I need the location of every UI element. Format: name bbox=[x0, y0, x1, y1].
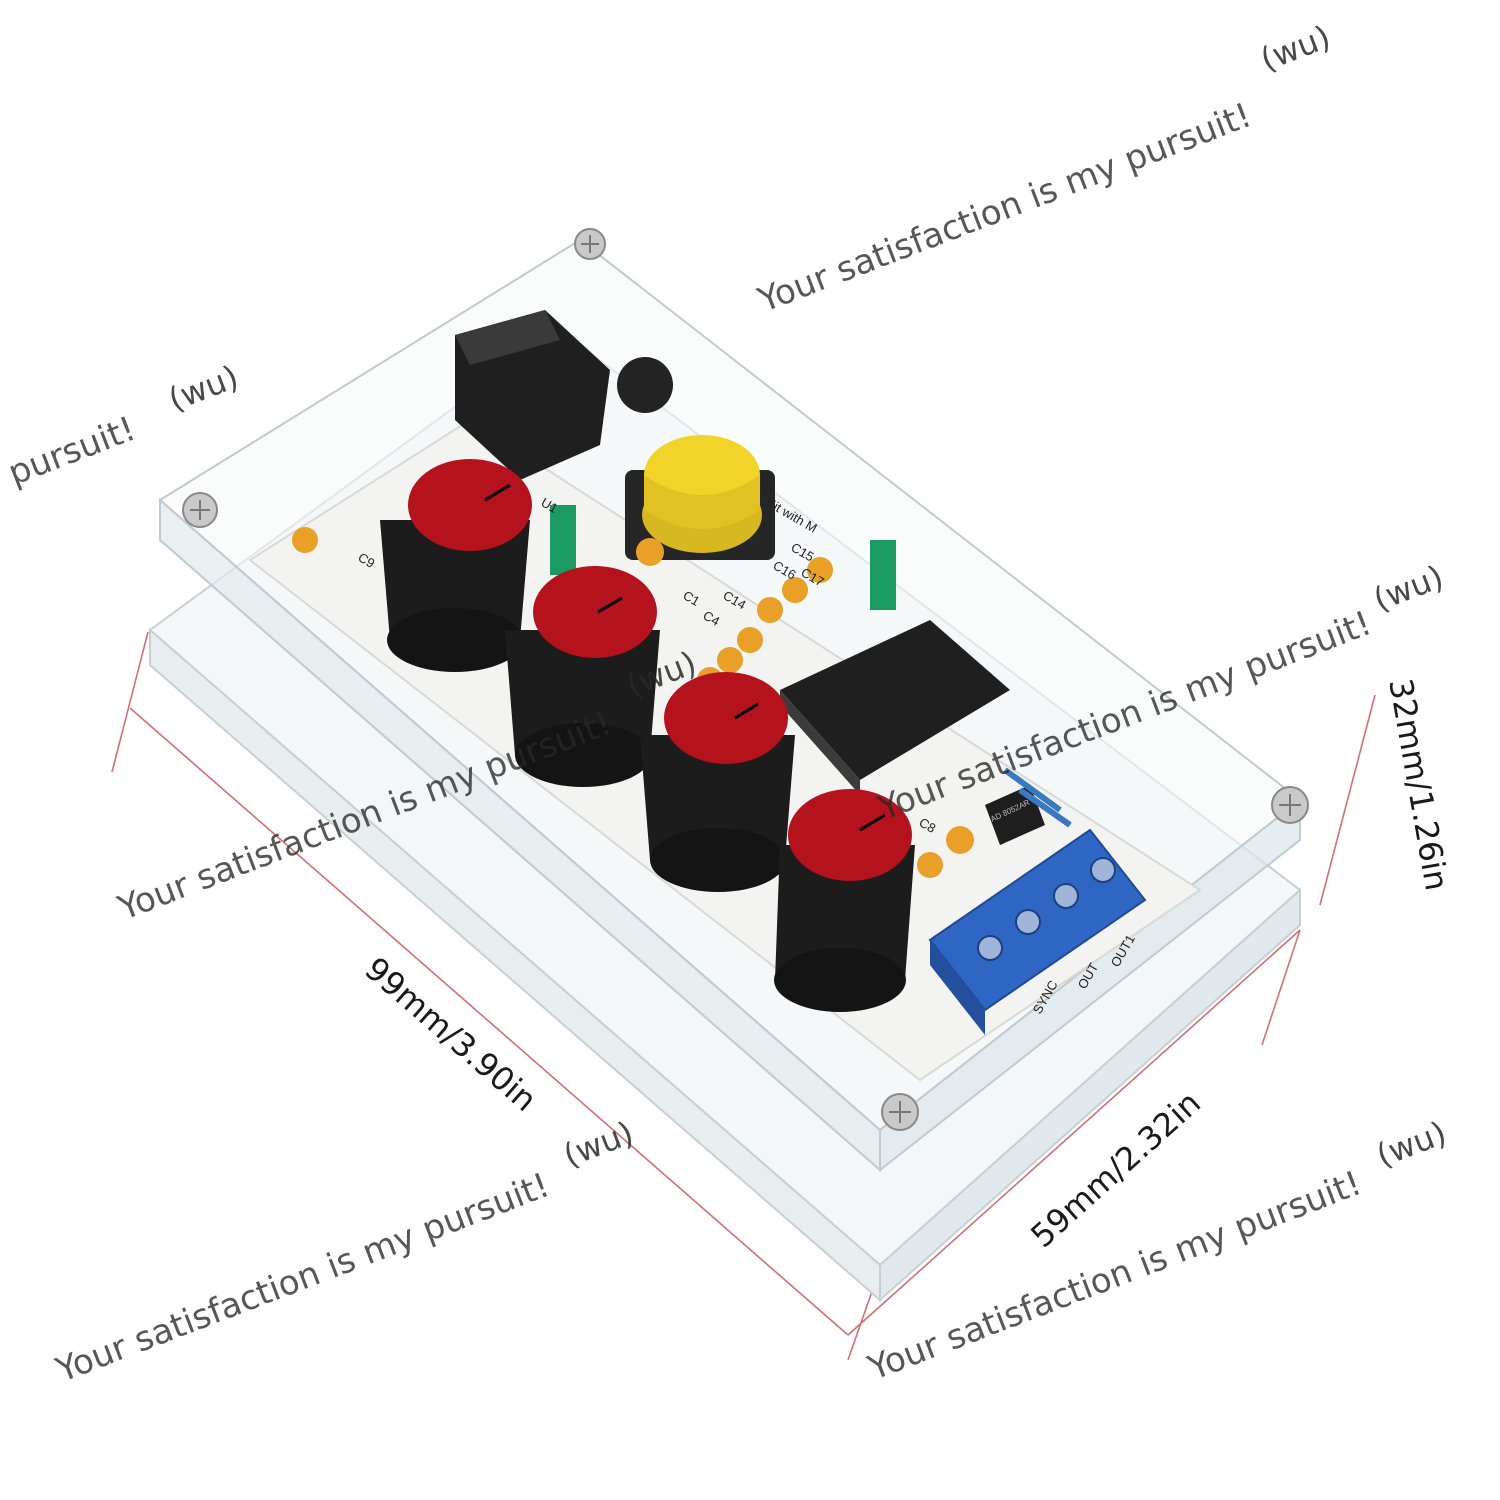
knob-1 bbox=[380, 459, 532, 672]
label-u1: U1 bbox=[539, 495, 561, 516]
width-dimension-line bbox=[847, 929, 1301, 1336]
height-dimension-line bbox=[1319, 694, 1376, 906]
label-c8: C8 bbox=[917, 815, 939, 836]
potentiometer-knobs bbox=[380, 459, 915, 1012]
knob-2 bbox=[505, 566, 660, 787]
dip-ic bbox=[780, 620, 1010, 795]
knob-3 bbox=[640, 672, 795, 892]
screw-terminal bbox=[928, 828, 1147, 1035]
push-button bbox=[625, 435, 775, 560]
label-c9: C9 bbox=[356, 550, 378, 571]
resistors bbox=[1003, 767, 1072, 828]
label-c1: C1 bbox=[681, 588, 703, 609]
label-c4: C4 bbox=[701, 608, 723, 629]
knob-4 bbox=[774, 789, 915, 1012]
length-extension-line bbox=[111, 631, 149, 773]
width-extension-line-right bbox=[1261, 929, 1301, 1046]
jumpers bbox=[550, 505, 896, 610]
dc-power-jack bbox=[455, 310, 673, 480]
dimension-lines bbox=[111, 631, 1376, 1361]
length-dimension-line bbox=[129, 707, 849, 1336]
